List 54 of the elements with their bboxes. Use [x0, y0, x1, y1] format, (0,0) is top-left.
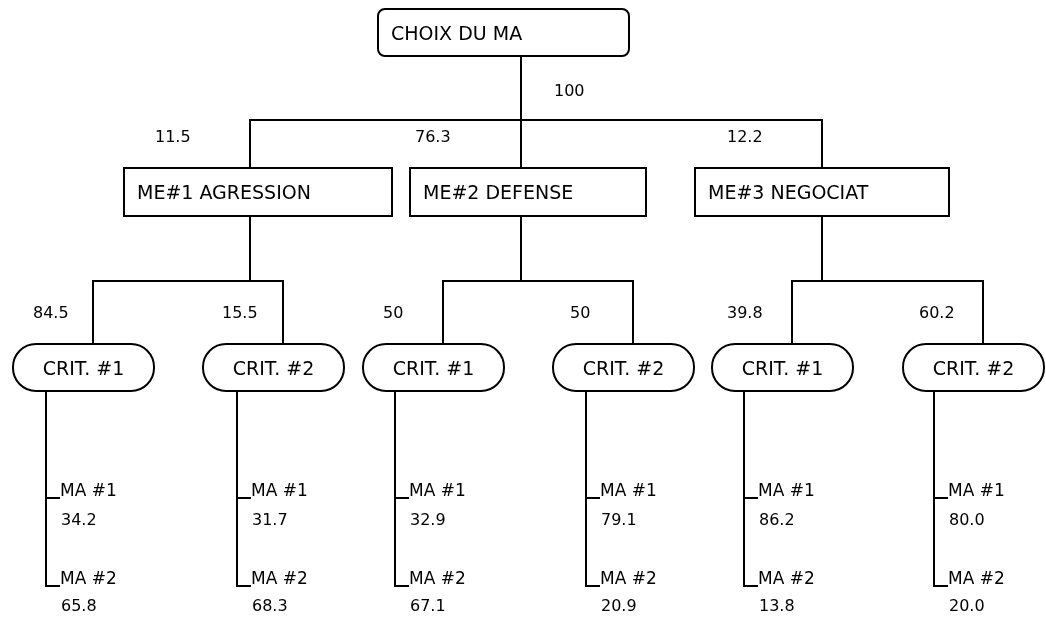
criterion-pill: CRIT. #1 — [711, 343, 854, 392]
alternative-label: MA #2 — [251, 566, 313, 590]
connector-line — [743, 391, 759, 587]
alternative-label: MA #2 — [758, 566, 820, 590]
score-value: 86.2 — [759, 510, 795, 529]
score-value: 20.0 — [949, 596, 985, 615]
alternative-label: MA #2 — [948, 566, 1010, 590]
alternative-label: MA #2 — [60, 566, 122, 590]
alternative-label: MA #1 — [600, 478, 662, 502]
weight-value: 11.5 — [155, 127, 191, 146]
score-value: 31.7 — [252, 510, 288, 529]
connector-line — [520, 216, 634, 344]
criterion-group-box: ME#3 NEGOCIAT — [694, 167, 950, 217]
alternative-label: MA #1 — [60, 478, 122, 502]
criterion-pill: CRIT. #2 — [202, 343, 345, 392]
score-value: 32.9 — [410, 510, 446, 529]
connector-line — [249, 216, 284, 344]
connector-line — [933, 391, 949, 587]
criterion-pill: CRIT. #1 — [362, 343, 505, 392]
criterion-pill: CRIT. #2 — [902, 343, 1045, 392]
weight-value: 100 — [554, 81, 585, 100]
score-value: 34.2 — [61, 510, 97, 529]
weight-value: 12.2 — [727, 127, 763, 146]
alternative-label: MA #1 — [948, 478, 1010, 502]
connector-line — [236, 391, 252, 587]
score-value: 20.9 — [601, 596, 637, 615]
weight-value: 76.3 — [415, 127, 451, 146]
alternative-label: MA #2 — [600, 566, 662, 590]
criterion-pill: CRIT. #1 — [12, 343, 155, 392]
weight-value: 84.5 — [33, 303, 69, 322]
connector-line — [45, 391, 61, 587]
alternative-label: MA #1 — [251, 478, 313, 502]
score-value: 68.3 — [252, 596, 288, 615]
score-value: 80.0 — [949, 510, 985, 529]
alternative-label: MA #2 — [409, 566, 471, 590]
weight-value: 50 — [383, 303, 404, 322]
criterion-group-box: ME#1 AGRESSION — [123, 167, 393, 217]
score-value: 67.1 — [410, 596, 446, 615]
criterion-pill: CRIT. #2 — [552, 343, 695, 392]
connector-line — [585, 391, 601, 587]
connector-line — [394, 391, 410, 587]
weight-value: 50 — [570, 303, 591, 322]
connector-line — [520, 56, 823, 168]
score-value: 65.8 — [61, 596, 97, 615]
connector-line — [821, 216, 984, 344]
weight-value: 60.2 — [919, 303, 955, 322]
score-value: 13.8 — [759, 596, 795, 615]
score-value: 79.1 — [601, 510, 637, 529]
criterion-group-box: ME#2 DEFENSE — [409, 167, 647, 217]
root-box: CHOIX DU MA — [377, 8, 630, 57]
weight-value: 39.8 — [727, 303, 763, 322]
alternative-label: MA #1 — [758, 478, 820, 502]
weight-value: 15.5 — [222, 303, 258, 322]
alternative-label: MA #1 — [409, 478, 471, 502]
